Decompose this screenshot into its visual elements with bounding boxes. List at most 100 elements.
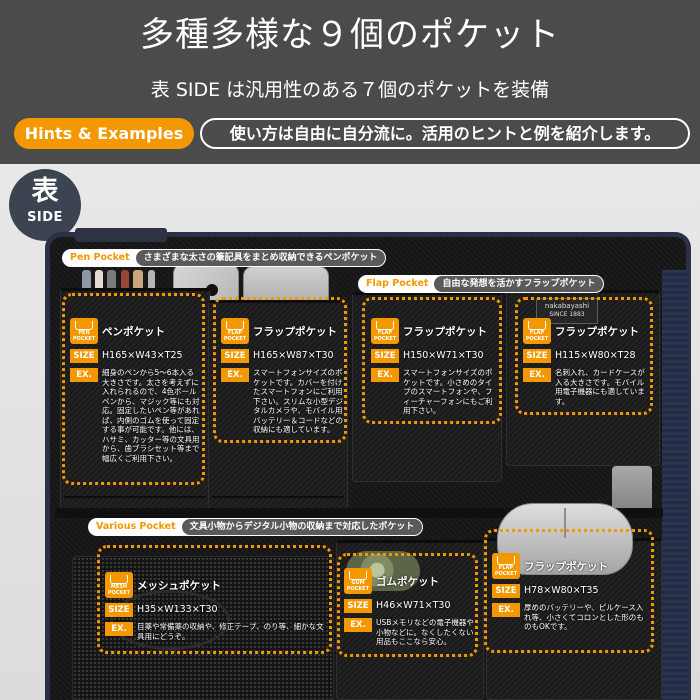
- example-row: EX. スマートフォンサイズのポケットです。カバーを付けたスマートフォンにご利用…: [221, 368, 343, 435]
- size-badge: SIZE: [221, 349, 249, 363]
- pocket-name: メッシュポケット: [137, 579, 221, 592]
- ex-badge: EX.: [523, 368, 551, 382]
- example-row: EX. 目薬や常備薬の収納や、修正テープ、のり等、細かな文具用にどうぞ。: [105, 622, 327, 641]
- icon-label: FLAP POCKET: [525, 330, 549, 342]
- size-row: SIZE H165×W87×T30: [221, 349, 343, 363]
- section-label-en: Flap Pocket: [366, 278, 429, 289]
- flap-pocket-icon: FLAP POCKET: [371, 318, 399, 344]
- pocket-name: ペンポケット: [102, 325, 165, 338]
- ex-badge: EX.: [221, 368, 249, 382]
- pocket-size: H115×W80×T28: [555, 350, 636, 361]
- pocket-heading: FLAP POCKET フラップポケット: [221, 318, 343, 344]
- pocket-size: H46×W71×T30: [376, 600, 451, 611]
- size-badge: SIZE: [70, 349, 98, 363]
- icon-label: PEN POCKET: [72, 330, 96, 342]
- flap-pocket-outline: [362, 297, 502, 424]
- icon-label: MESH POCKET: [107, 584, 131, 596]
- pocket-name: ゴムポケット: [376, 575, 439, 588]
- pocket-heading: FLAP POCKET フラップポケット: [371, 318, 497, 344]
- size-badge: SIZE: [371, 349, 399, 363]
- pocket-name: フラップポケット: [555, 325, 639, 338]
- pen: [148, 270, 155, 304]
- stitch-line: [212, 496, 344, 498]
- flap-pocket-icon: FLAP POCKET: [492, 553, 520, 579]
- pen: [95, 270, 103, 304]
- example-row: EX. USBメモリなどの電子機器や小物などに。なくしたくない用品もここなら安心…: [344, 618, 474, 647]
- pocket-heading: FLAP POCKET フラップポケット: [523, 318, 649, 344]
- pocket-shape: [110, 575, 128, 584]
- pocket-example: 厚めのバッテリーや、ピルケース入れ等、小さくてコロンとした形のものもOKです。: [524, 603, 644, 631]
- size-badge: SIZE: [344, 599, 372, 613]
- size-row: SIZE H150×W71×T30: [371, 349, 497, 363]
- icon-label: FLAP POCKET: [494, 565, 518, 577]
- section-label-ja: 文具小物からデジタル小物の収納まで対応したポケット: [181, 519, 423, 535]
- pocket-size: H165×W87×T30: [253, 350, 334, 361]
- pocket-size: H78×W80×T35: [524, 585, 599, 596]
- section-label-ja: さまざまな太さの筆記具をまとめ収納できるペンポケット: [135, 250, 386, 266]
- pocket-example: USBメモリなどの電子機器や小物などに。なくしたくない用品もここなら安心。: [376, 618, 474, 646]
- mesh-pocket-info: MESH POCKET メッシュポケット SIZE H35×W133×T30 E…: [105, 572, 327, 641]
- section-label-en: Various Pocket: [96, 521, 176, 532]
- stitch-line: [64, 496, 206, 498]
- size-badge: SIZE: [492, 584, 520, 598]
- flap-pocket-info: FLAP POCKET フラップポケット SIZE H78×W80×T35 EX…: [492, 553, 648, 632]
- organizer-tab: [75, 228, 167, 242]
- size-row: SIZE H78×W80×T35: [492, 584, 648, 598]
- gum-pocket-outline: [337, 553, 478, 657]
- icon-label: FLAP POCKET: [223, 330, 247, 342]
- flap-pocket-info: FLAP POCKET フラップポケット SIZE H165×W87×T30 E…: [221, 318, 343, 435]
- section-label-ja: 自由な発想を活かすフラップポケット: [434, 276, 604, 292]
- hints-label: Hints & Examples: [14, 118, 194, 149]
- pocket-example: スマートフォンサイズのポケットです。カバーを付けたスマートフォンにご利用下さい。…: [253, 368, 343, 434]
- size-row: SIZE H46×W71×T30: [344, 599, 474, 613]
- pen: [121, 270, 129, 304]
- pocket-shape: [528, 321, 546, 330]
- pocket-example: 目薬や常備薬の収納や、修正テープ、のり等、細かな文具用にどうぞ。: [137, 622, 324, 641]
- pocket-size: H35×W133×T30: [137, 604, 218, 615]
- example-row: EX. 細身のペンから5～6本入る大きさです。太さを考えずに入れられるので、4色…: [70, 368, 200, 463]
- brand-since: SINCE 1883: [549, 311, 585, 318]
- flap-pocket-icon: FLAP POCKET: [523, 318, 551, 344]
- pocket-example: スマートフォンサイズのポケットです。小さめのタイプのスマートフォンや、フィーチャ…: [403, 368, 493, 415]
- pocket-shape: [497, 556, 515, 565]
- pocket-row-divider: [55, 508, 663, 518]
- flap-pocket-info: FLAP POCKET フラップポケット SIZE H150×W71×T30 E…: [371, 318, 497, 416]
- pen-pocket-outline: [62, 293, 205, 485]
- example-row: EX. スマートフォンサイズのポケットです。小さめのタイプのスマートフォンや、フ…: [371, 368, 497, 416]
- pocket-shape: [226, 321, 244, 330]
- size-row: SIZE H165×W43×T25: [70, 349, 200, 363]
- side-badge: 表 SIDE: [9, 169, 81, 241]
- gum-pocket-info: GUM POCKET ゴムポケット SIZE H46×W71×T30 EX. U…: [344, 568, 474, 647]
- flap-pocket-icon: FLAP POCKET: [221, 318, 249, 344]
- pocket-name: フラップポケット: [524, 560, 608, 573]
- pocket-shape: [376, 321, 394, 330]
- pocket-example: 細身のペンから5～6本入る大きさです。太さを考えずに入れられるので、4色ボールペ…: [102, 368, 200, 463]
- pen-pocket-section-label: Pen Pocket さまざまな太さの筆記具をまとめ収納できるペンポケット: [62, 249, 387, 267]
- ex-badge: EX.: [70, 368, 98, 382]
- gum-pocket-icon: GUM POCKET: [344, 568, 372, 594]
- pocket-heading: GUM POCKET ゴムポケット: [344, 568, 474, 594]
- mesh-pocket-outline: [97, 545, 332, 654]
- icon-label: FLAP POCKET: [373, 330, 397, 342]
- flap-pocket-outline: [213, 297, 347, 443]
- side-badge-kanji: 表: [31, 176, 59, 207]
- pocket-shape: [349, 571, 367, 580]
- ex-badge: EX.: [105, 622, 133, 636]
- ex-badge: EX.: [492, 603, 520, 617]
- hints-message: 使い方は自由に自分流に。活用のヒントと例を紹介します。: [200, 118, 690, 149]
- pocket-shape: [75, 321, 93, 330]
- coiled-cable: [110, 590, 230, 650]
- pen-pocket-icon: PEN POCKET: [70, 318, 98, 344]
- flap-pocket-info: FLAP POCKET フラップポケット SIZE H115×W80×T28 E…: [523, 318, 649, 406]
- pen: [82, 270, 91, 304]
- example-row: EX. 名刺入れ、カードケースが入る大きさです。モバイル用電子機器にも適していま…: [523, 368, 649, 406]
- size-badge: SIZE: [523, 349, 551, 363]
- zipper-trim: [662, 270, 688, 700]
- pen-pocket-info: PEN POCKET ペンポケット SIZE H165×W43×T25 EX. …: [70, 318, 200, 463]
- ex-badge: EX.: [344, 618, 372, 632]
- flap-pocket-section-label: Flap Pocket 自由な発想を活かすフラップポケット: [358, 275, 605, 293]
- size-row: SIZE H115×W80×T28: [523, 349, 649, 363]
- example-row: EX. 厚めのバッテリーや、ピルケース入れ等、小さくてコロンとした形のものもOK…: [492, 603, 648, 632]
- pocket-heading: FLAP POCKET フラップポケット: [492, 553, 648, 579]
